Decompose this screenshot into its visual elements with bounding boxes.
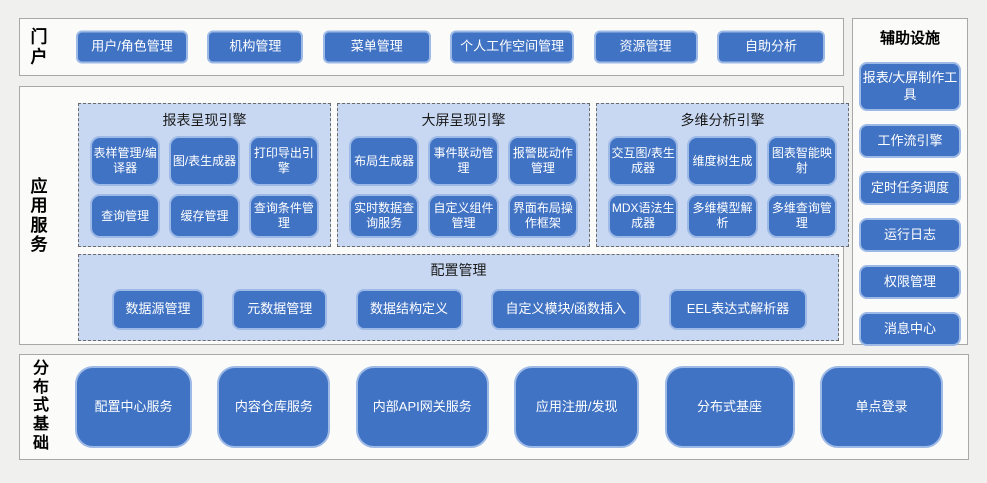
node-dimension-tree-generation: 维度树生成 [687,136,758,186]
node-datasource-mgmt: 数据源管理 [112,289,204,330]
engine-panel-olap: 多维分析引擎 交互图/表生成器 维度树生成 图表智能映射 MDX语法生成器 多维… [596,103,849,247]
engine-module-grid: 表样管理/编译器 图/表生成器 打印导出引擎 查询管理 缓存管理 查询条件管理 [79,130,330,238]
node-print-export-engine: 打印导出引擎 [248,136,319,186]
node-resource-mgmt: 资源管理 [593,30,698,64]
node-app-registration-discovery: 应用注册/发现 [514,366,640,448]
distributed-label: 分布式基础 [32,360,49,453]
node-run-log: 运行日志 [859,218,961,252]
engine-module-grid: 布局生成器 事件联动管理 报警既动作管理 实时数据查询服务 自定义组件管理 界面… [338,130,589,238]
config-node-row: 数据源管理 元数据管理 数据结构定义 自定义模块/函数插入 EEL表达式解析器 [79,280,838,330]
config-mgmt-title: 配置管理 [430,262,487,278]
config-mgmt-panel: 配置管理 数据源管理 元数据管理 数据结构定义 自定义模块/函数插入 EEL表达… [78,254,839,341]
node-multidim-query-mgmt: 多维查询管理 [766,194,837,238]
node-cache-mgmt: 缓存管理 [169,194,240,238]
auxiliary-section: 辅助设施 报表/大屏制作工具 工作流引擎 定时任务调度 运行日志 权限管理 消息… [852,18,968,346]
node-chart-table-generator: 图/表生成器 [169,136,240,186]
node-org-mgmt: 机构管理 [207,30,304,64]
node-user-role-mgmt: 用户/角色管理 [76,30,188,64]
node-workflow-engine: 工作流引擎 [859,124,961,158]
node-single-sign-on: 单点登录 [819,366,943,448]
node-scheduled-task: 定时任务调度 [859,171,961,205]
node-custom-component-mgmt: 自定义组件管理 [428,194,499,238]
node-report-dashboard-authoring-tool: 报表/大屏制作工具 [859,62,961,111]
app-services-section: 应用服务 报表呈现引擎 表样管理/编译器 图/表生成器 打印导出引擎 查询管理 … [19,86,849,345]
node-alarm-action-mgmt: 报警既动作管理 [507,136,578,186]
node-permission-mgmt: 权限管理 [859,265,961,299]
engine-panel-report: 报表呈现引擎 表样管理/编译器 图/表生成器 打印导出引擎 查询管理 缓存管理 … [78,103,331,247]
node-message-center: 消息中心 [859,312,961,346]
node-config-center-service: 配置中心服务 [75,366,192,448]
node-ui-layout-framework: 界面布局操作框架 [507,194,578,238]
engine-module-grid: 交互图/表生成器 维度树生成 图表智能映射 MDX语法生成器 多维模型解析 多维… [597,130,848,238]
node-interactive-chart-generator: 交互图/表生成器 [608,136,679,186]
node-distributed-base: 分布式基座 [664,366,795,448]
node-internal-api-gateway-service: 内部API网关服务 [355,366,489,448]
node-self-service-analysis: 自助分析 [716,30,825,64]
distributed-node-row: 配置中心服务 内容仓库服务 内部API网关服务 应用注册/发现 分布式基座 单点… [75,366,943,448]
node-query-mgmt: 查询管理 [90,194,161,238]
portal-label: 门户 [30,27,48,66]
node-menu-mgmt: 菜单管理 [322,30,431,64]
auxiliary-node-stack: 报表/大屏制作工具 工作流引擎 定时任务调度 运行日志 权限管理 消息中心 [859,62,961,346]
portal-node-row: 用户/角色管理 机构管理 菜单管理 个人工作空间管理 资源管理 自助分析 [76,30,825,64]
engine-title: 报表呈现引擎 [162,112,247,128]
app-services-label: 应用服务 [30,176,48,255]
auxiliary-title: 辅助设施 [879,30,940,47]
node-custom-module-function-insert: 自定义模块/函数插入 [490,289,641,330]
node-event-linkage-mgmt: 事件联动管理 [428,136,499,186]
engine-panel-row: 报表呈现引擎 表样管理/编译器 图/表生成器 打印导出引擎 查询管理 缓存管理 … [78,103,849,247]
node-mdx-syntax-generator: MDX语法生成器 [608,194,679,238]
portal-section: 门户 用户/角色管理 机构管理 菜单管理 个人工作空间管理 资源管理 自助分析 [19,18,844,76]
node-multidim-model-parsing: 多维模型解析 [687,194,758,238]
node-realtime-data-query-service: 实时数据查询服务 [349,194,420,238]
node-layout-generator: 布局生成器 [349,136,420,186]
node-report-template-compiler: 表样管理/编译器 [90,136,161,186]
node-metadata-mgmt: 元数据管理 [232,289,328,330]
node-personal-workspace-mgmt: 个人工作空间管理 [450,30,575,64]
engine-title: 多维分析引擎 [680,112,765,128]
node-query-condition-mgmt: 查询条件管理 [248,194,319,238]
node-eel-expression-parser: EEL表达式解析器 [669,289,807,330]
engine-title: 大屏呈现引擎 [421,112,506,128]
node-data-structure-definition: 数据结构定义 [355,289,463,330]
distributed-section: 分布式基础 配置中心服务 内容仓库服务 内部API网关服务 应用注册/发现 分布… [19,354,969,460]
node-content-repository-service: 内容仓库服务 [217,366,331,448]
node-chart-smart-mapping: 图表智能映射 [766,136,837,186]
engine-panel-dashboard: 大屏呈现引擎 布局生成器 事件联动管理 报警既动作管理 实时数据查询服务 自定义… [337,103,590,247]
